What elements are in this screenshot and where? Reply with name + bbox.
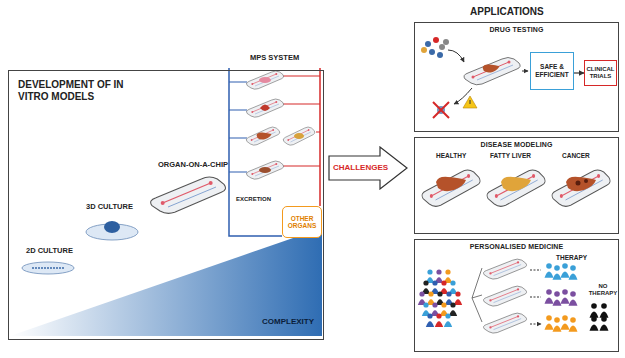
application-panel: PERSONALISED MEDICINE [414,239,619,352]
challenges-arrow: CHALLENGES [328,146,408,190]
models-panel: DEVELOPMENT OF IN VITRO MODELS OTHER ORGA… [8,70,324,340]
node-heading: DISEASE MODELING [415,141,618,148]
figure-label: ORGAN-ON-A-CHIP [158,161,228,169]
figure-label: APPLICATIONS [470,6,544,17]
figure-label: COMPLEXITY [262,318,314,327]
figure-label: HEALTHY [436,152,466,159]
figure-label: THERAPY [556,254,587,261]
node-heading: SAFE & EFFICIENT [531,63,573,79]
node-heading: CLINICAL TRIALS [585,66,616,80]
node-heading: DEVELOPMENT OF IN VITRO MODELS [18,79,153,102]
figure-label: MPS SYSTEM [250,54,299,62]
trials-box: CLINICAL TRIALS [584,60,617,86]
figure-label: 3D CULTURE [86,203,133,211]
node-heading: OTHER ORGANS [283,215,321,230]
application-panel: DISEASE MODELING [414,137,619,234]
figure-label: CANCER [562,152,590,159]
application-panel: DRUG TESTING SAFE & EFFICIENT CLINICAL TRI… [414,22,619,132]
node-heading: PERSONALISED MEDICINE [415,243,618,250]
result-box: SAFE & EFFICIENT [530,52,574,90]
figure-label: NO THERAPY [588,283,618,296]
figure-label: FATTY LIVER [490,152,531,159]
node-heading: DRUG TESTING [415,26,618,33]
flow-arrow [574,72,584,73]
organs-box: OTHER ORGANS [282,206,322,238]
node-heading: CHALLENGES [328,146,389,190]
figure-label: EXCRETION [236,196,271,203]
figure-label: 2D CULTURE [26,247,73,255]
